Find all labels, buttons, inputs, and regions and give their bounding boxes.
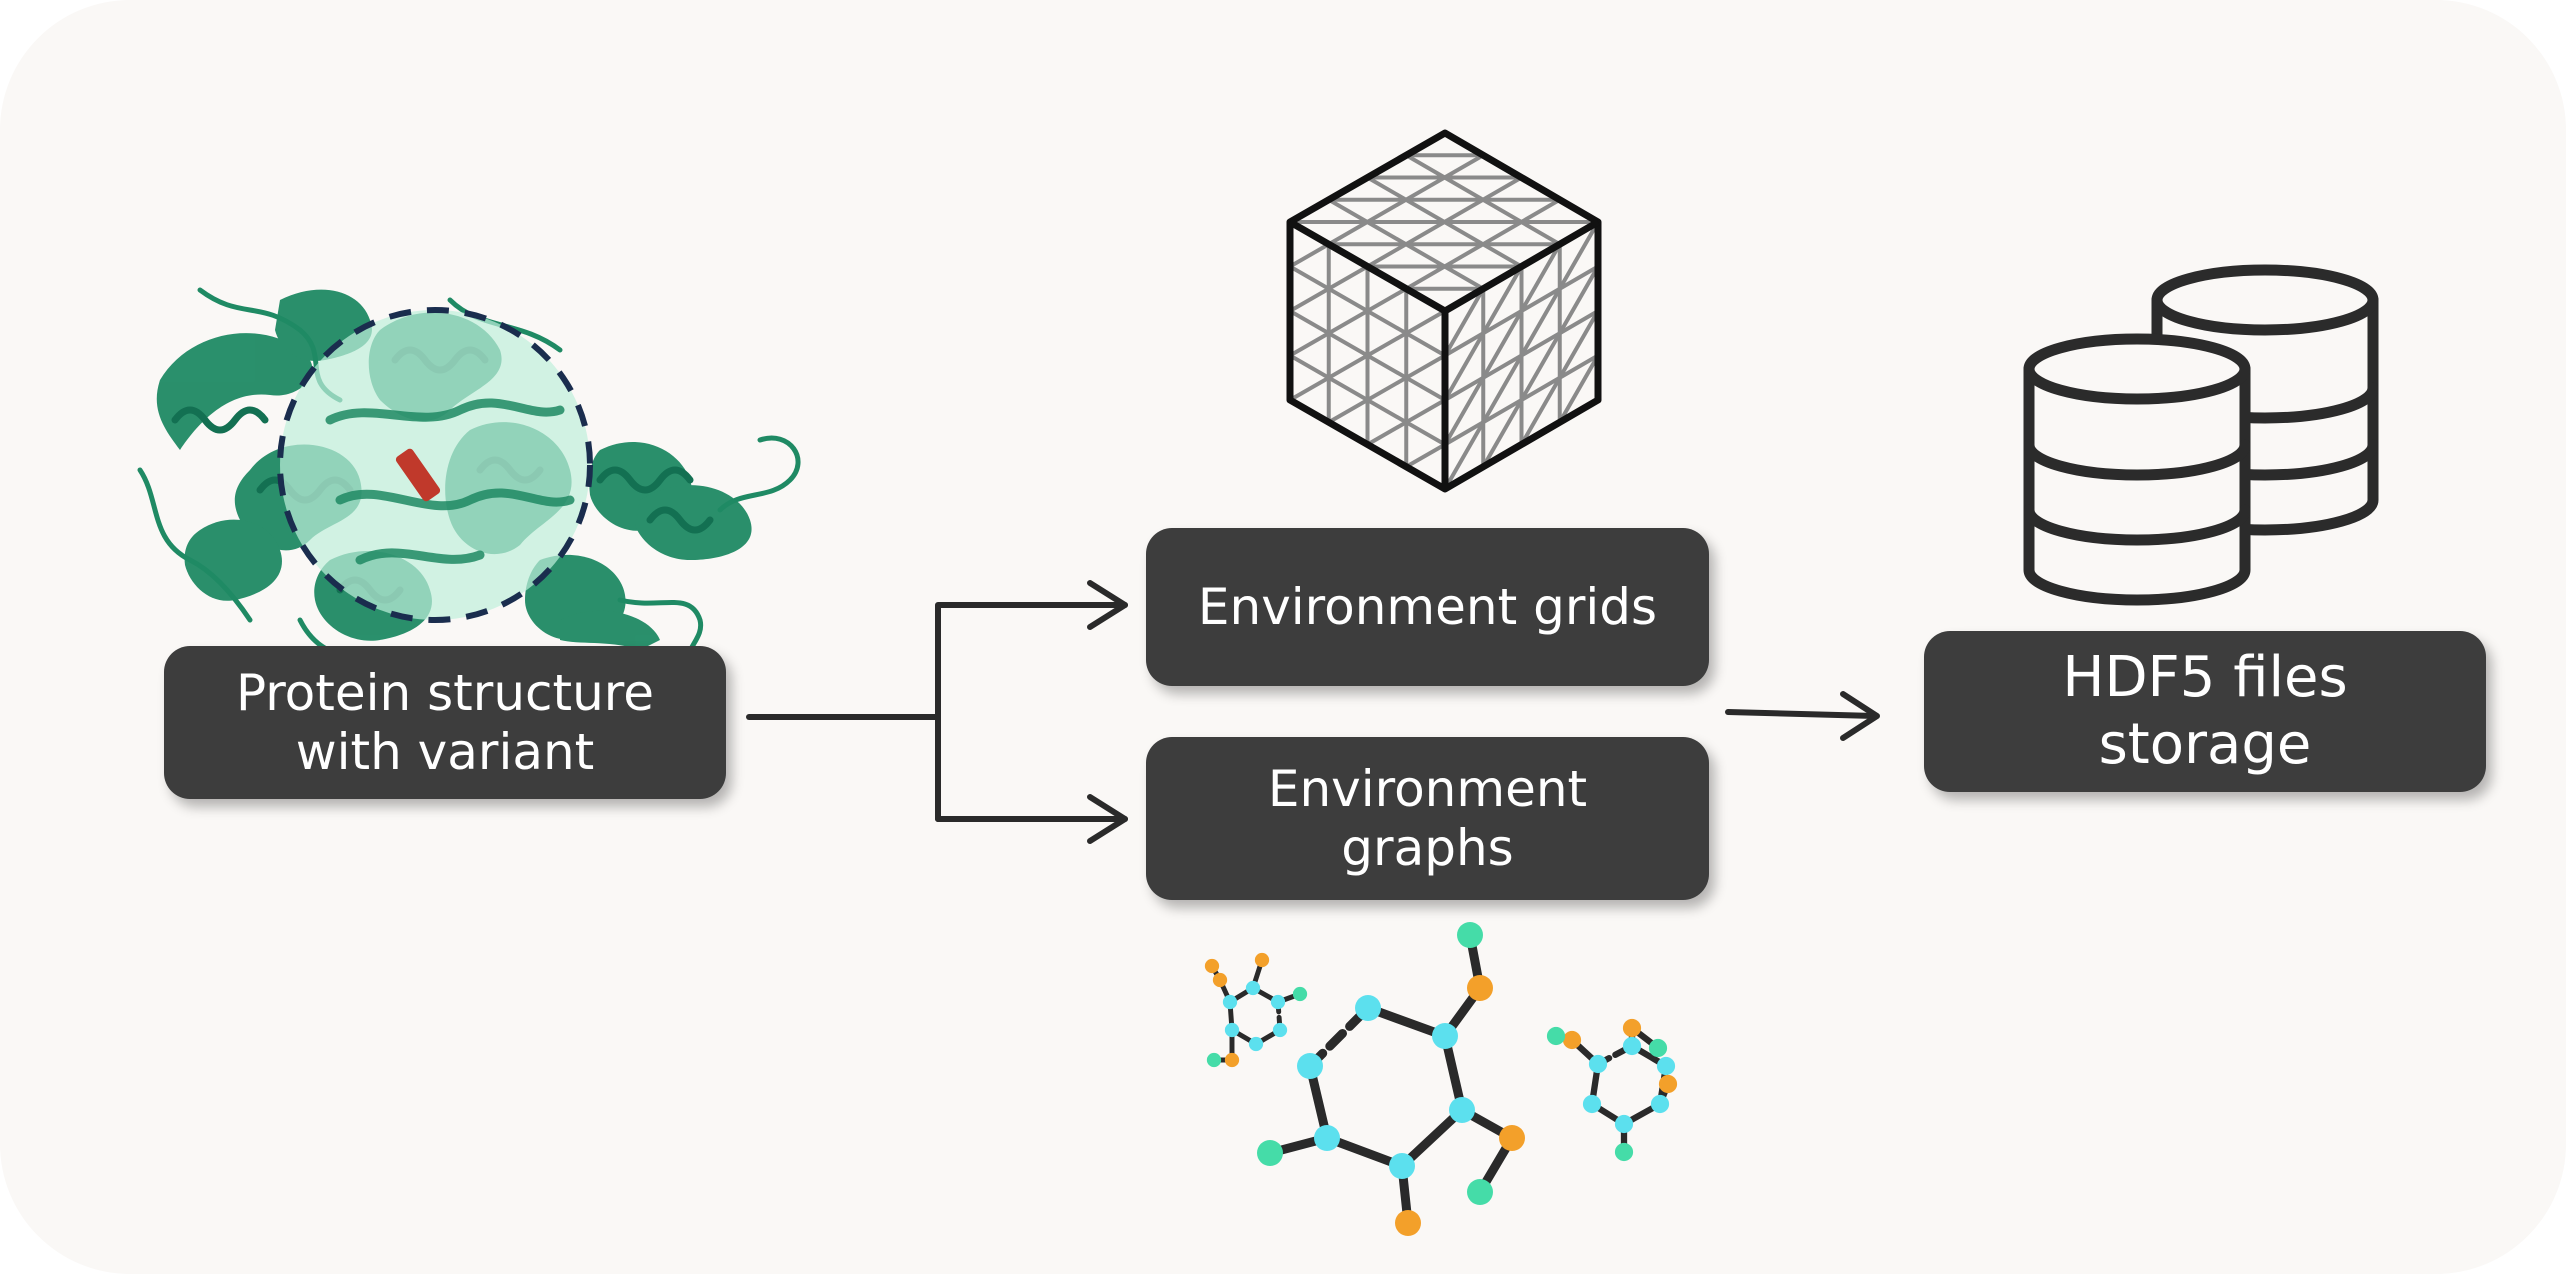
molecule-atom [1206, 1052, 1222, 1068]
hdf5-storage-node: HDF5 files storage [1924, 631, 2486, 792]
molecule-atom [1355, 995, 1381, 1021]
environment-grids-node: Environment grids [1146, 528, 1709, 686]
arrow-to-storage [1725, 709, 1878, 719]
molecule-atom [1297, 1053, 1323, 1079]
arrow-split-to-graphs [935, 714, 1128, 822]
arrowhead-graphs [1087, 794, 1128, 844]
cube-grid-line [1289, 242, 1330, 269]
environment-grids-label: Environment grids [1197, 577, 1658, 636]
molecule-atom [1562, 1030, 1582, 1050]
hdf5-storage-label: HDF5 files storage [2062, 645, 2348, 777]
environment-graphs-node: Environment graphs [1146, 737, 1709, 900]
molecule-bond [1322, 1133, 1407, 1171]
cube-grid-line [1366, 398, 1446, 447]
molecule-atom [1212, 972, 1228, 988]
molecule-atom [1314, 1125, 1340, 1151]
molecule-atom [1546, 1026, 1566, 1046]
molecule-atom [1224, 1022, 1240, 1038]
cube-grid-line [1558, 354, 1600, 424]
molecule-bond [1363, 1003, 1450, 1041]
molecule-atom [1248, 1036, 1264, 1052]
arrowhead-storage [1840, 691, 1880, 741]
cube-grid-line [1443, 265, 1524, 401]
molecule-atom [1582, 1094, 1602, 1114]
molecule-atom [1257, 1140, 1283, 1166]
cube-grid-line [1289, 287, 1408, 358]
cube-grid-line [1289, 264, 1369, 313]
molecule-atom [1204, 958, 1220, 974]
cube-grid-line [1405, 442, 1446, 469]
cube-grid-line [1519, 310, 1600, 446]
molecule-atom [1432, 1023, 1458, 1049]
molecule-atom [1270, 994, 1286, 1010]
molecule-atom [1614, 1114, 1634, 1134]
molecule-atom [1272, 1022, 1288, 1038]
protein-structure-node: Protein structure with variant [164, 646, 726, 799]
molecule-atom [1467, 975, 1493, 1001]
cube-grid-line [1443, 287, 1485, 357]
molecule-atom [1622, 1036, 1642, 1056]
molecule-atom [1648, 1038, 1668, 1058]
arrowhead-grids [1087, 580, 1128, 630]
molecule-atom [1389, 1153, 1415, 1179]
molecule-atom [1449, 1097, 1475, 1123]
molecule-atom [1656, 1056, 1676, 1076]
protein-structure-label: Protein structure with variant [235, 663, 655, 781]
cube-grid-line [1327, 353, 1446, 424]
molecule-atom [1650, 1094, 1670, 1114]
arrow-split-to-grids [935, 602, 1128, 822]
molecule-atom [1222, 994, 1238, 1010]
molecule-atom [1614, 1142, 1634, 1162]
molecule-atom [1457, 922, 1483, 948]
molecule-atom [1395, 1210, 1421, 1236]
molecule-atom [1245, 980, 1261, 996]
molecule-atom [1499, 1125, 1525, 1151]
molecule-atom [1467, 1179, 1493, 1205]
molecule-atom [1224, 1052, 1240, 1068]
molecule-atom [1622, 1018, 1642, 1038]
molecule-bond [1397, 1105, 1467, 1171]
molecule-atom [1658, 1074, 1678, 1094]
molecule-atom [1292, 986, 1308, 1002]
cube-grid-line [1481, 265, 1600, 468]
molecule-atom [1588, 1054, 1608, 1074]
cube-grid-line [1443, 243, 1562, 446]
molecule-atom [1254, 952, 1270, 968]
environment-graphs-label: Environment graphs [1267, 759, 1588, 877]
cube-grid-line [1443, 221, 1600, 490]
molecule-bond [1305, 1003, 1373, 1071]
cube-grid-line [1289, 309, 1446, 402]
